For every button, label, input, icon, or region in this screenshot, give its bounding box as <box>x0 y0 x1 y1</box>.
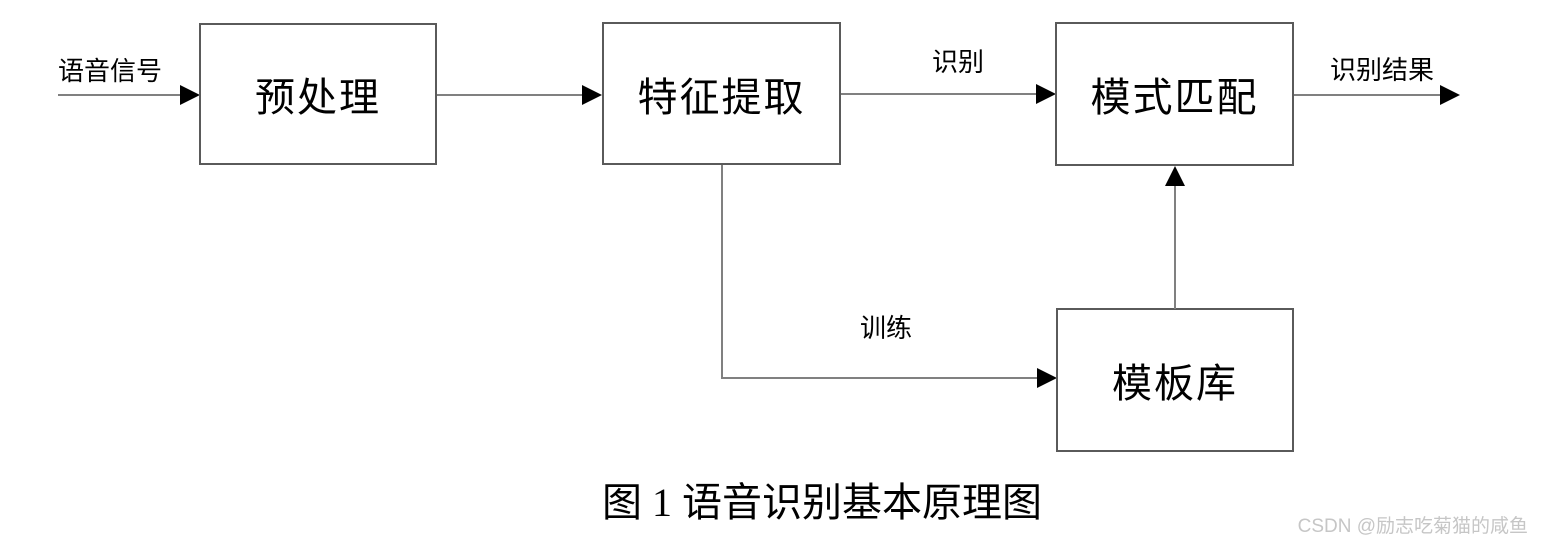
connector-preprocess-to-feature <box>437 94 584 96</box>
connector-feature-to-pattern <box>841 93 1037 95</box>
edge-label-training: 训练 <box>859 314 912 343</box>
box-pattern-matching: 模式匹配 <box>1055 22 1294 166</box>
arrowhead-output-icon <box>1440 85 1460 105</box>
arrowhead-template-to-pattern-icon <box>1165 166 1185 186</box>
box-pattern-matching-label: 模式匹配 <box>1090 75 1259 120</box>
connector-input-line <box>58 94 182 96</box>
box-template-library: 模板库 <box>1056 308 1294 452</box>
box-preprocess: 预处理 <box>199 23 437 165</box>
box-feature-extraction-label: 特征提取 <box>637 74 806 120</box>
csdn-watermark: CSDN @励志吃菊猫的咸鱼 <box>1297 516 1528 537</box>
arrowhead-input-icon <box>180 85 200 105</box>
box-template-library-label: 模板库 <box>1112 361 1238 406</box>
box-preprocess-label: 预处理 <box>255 75 381 120</box>
arrowhead-feature-to-pattern-icon <box>1036 84 1056 104</box>
connector-training-line <box>721 377 1038 379</box>
edge-label-input-signal: 语音信号 <box>58 57 163 86</box>
arrowhead-training-to-template-icon <box>1037 368 1057 388</box>
box-feature-extraction: 特征提取 <box>602 22 841 165</box>
connector-template-to-pattern-line <box>1174 184 1176 309</box>
arrowhead-preprocess-to-feature-icon <box>582 85 602 105</box>
connector-feature-down-line <box>721 165 723 379</box>
connector-output-line <box>1294 94 1441 96</box>
edge-label-recognition: 识别 <box>931 48 984 77</box>
edge-label-result: 识别结果 <box>1329 56 1434 85</box>
figure-caption: 图 1 语音识别基本原理图 <box>602 480 1042 525</box>
